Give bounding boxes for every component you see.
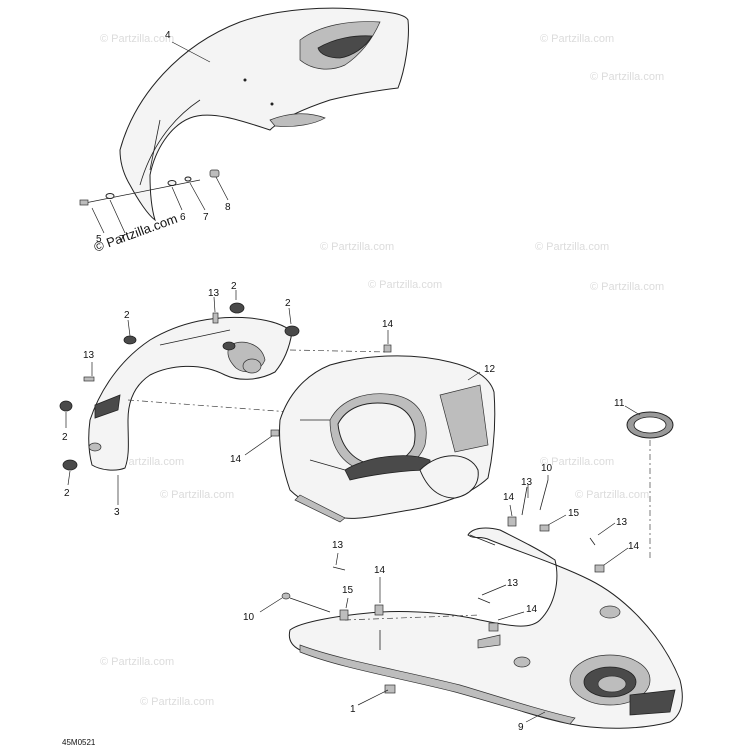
watermarks: © Partzilla.com © Partzilla.com © Partzi… [100,33,664,708]
watermark: © Partzilla.com [590,71,664,83]
diagram-code: 45M0521 [62,738,96,747]
callout-14: 14 [382,319,394,330]
bracket-part-3 [88,316,389,471]
callout-2: 2 [124,310,130,321]
callout-13: 13 [83,350,95,361]
windshield-hardware [79,169,220,206]
windshield-part-4 [119,7,409,222]
grommets-part-2 [59,302,392,471]
watermark: © Partzilla.com [320,241,394,253]
callout-8: 8 [225,202,231,213]
watermark: © Partzilla.com [575,489,649,501]
callout-14: 14 [628,541,640,552]
callout-7: 7 [203,212,209,223]
watermark: © Partzilla.com [140,696,214,708]
watermark: © Partzilla.com [110,456,184,468]
callout-9: 9 [518,722,524,733]
callout-2: 2 [285,298,291,309]
callout-10: 10 [541,463,553,474]
callout-labels: 4 5 7 6 7 8 2 2 13 2 13 2 2 3 14 14 12 1… [62,30,640,733]
callout-13: 13 [208,288,220,299]
ring-part-11 [626,411,674,560]
callout-13: 13 [521,477,533,488]
console-part-9 [288,527,683,729]
callout-14: 14 [374,565,386,576]
watermark: © Partzilla.com [540,33,614,45]
watermark: © Partzilla.com [100,33,174,45]
callout-4: 4 [165,30,171,41]
console-hardware [281,479,605,694]
callout-11: 11 [614,398,625,409]
callout-7: 7 [119,234,125,245]
gauge-housing-part-12 [279,355,496,523]
watermark: © Partzilla.com [100,656,174,668]
callout-2: 2 [62,432,68,443]
watermark: © Partzilla.com [535,241,609,253]
callout-1: 1 [350,704,356,715]
watermark: © Partzilla.com [368,279,442,291]
callout-15: 15 [342,585,354,596]
callout-2: 2 [64,488,70,499]
callout-5: 5 [96,234,102,245]
callout-12: 12 [484,364,496,375]
callout-14: 14 [526,604,538,615]
callout-13: 13 [616,517,628,528]
brand-text: © Partzilla.com [92,211,179,255]
callout-13: 13 [332,540,344,551]
callout-13: 13 [507,578,519,589]
callout-3: 3 [114,507,120,518]
watermark: © Partzilla.com [160,489,234,501]
callout-14: 14 [230,454,242,465]
brand-watermark: © Partzilla.com [92,211,179,255]
callout-2: 2 [231,281,237,292]
callout-10: 10 [243,612,255,623]
callout-14: 14 [503,492,515,503]
callout-15: 15 [568,508,580,519]
watermark: © Partzilla.com [540,456,614,468]
watermark: © Partzilla.com [590,281,664,293]
callout-6: 6 [180,212,186,223]
leader-lines [65,41,641,723]
